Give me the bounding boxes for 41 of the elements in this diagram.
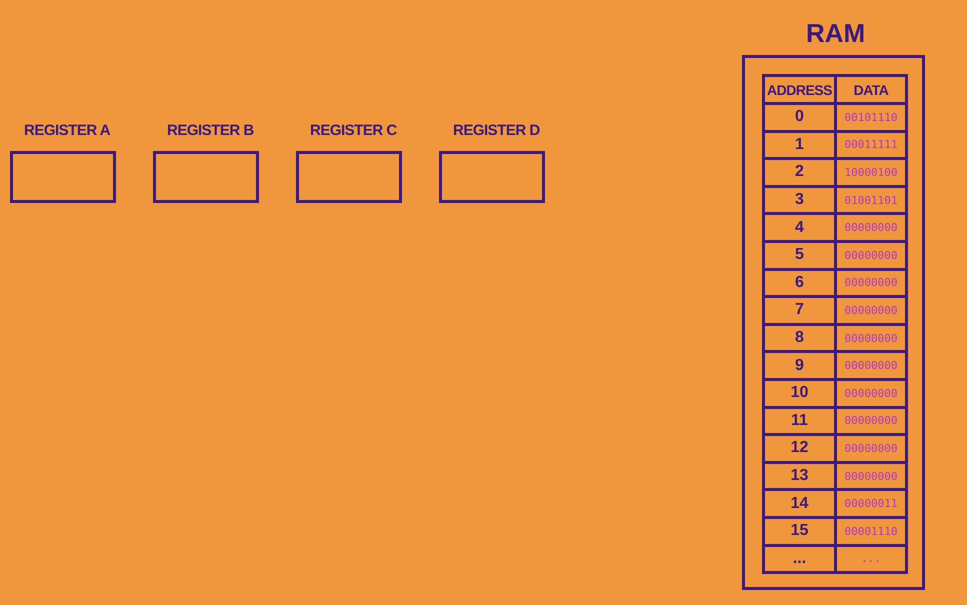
- address-cell: 1: [764, 131, 836, 159]
- data-cell: 00000000: [836, 434, 906, 462]
- register-label: REGISTER A: [24, 122, 110, 139]
- data-cell: 00001110: [836, 517, 906, 545]
- data-cell: 00000000: [836, 352, 906, 380]
- address-cell: 8: [764, 324, 836, 352]
- address-cell: 7: [764, 296, 836, 324]
- data-cell: 00000000: [836, 296, 906, 324]
- data-cell: 00000000: [836, 241, 906, 270]
- data-cell: 01001101: [836, 186, 906, 214]
- address-cell: ...: [764, 545, 836, 573]
- data-cell: 10000100: [836, 158, 906, 186]
- data-cell: 00000011: [836, 490, 906, 518]
- column-header: DATA: [836, 76, 906, 104]
- data-cell: 00000000: [836, 462, 906, 490]
- address-cell: 4: [764, 214, 836, 242]
- data-cell: 00000000: [836, 324, 906, 352]
- data-cell: ...: [836, 545, 906, 573]
- address-cell: 13: [764, 462, 836, 490]
- data-cell: 00000000: [836, 269, 906, 297]
- address-cell: 10: [764, 379, 836, 408]
- address-cell: 6: [764, 269, 836, 297]
- address-cell: 14: [764, 490, 836, 518]
- register-label: REGISTER C: [310, 122, 397, 139]
- address-cell: 0: [764, 104, 836, 132]
- address-cell: 5: [764, 241, 836, 270]
- address-cell: 15: [764, 517, 836, 545]
- address-cell: 3: [764, 186, 836, 214]
- data-cell: 00101110: [836, 104, 906, 132]
- data-cell: 00000000: [836, 214, 906, 242]
- data-cell: 00011111: [836, 131, 906, 159]
- data-cell: 00000000: [836, 407, 906, 435]
- data-cell: 00000000: [836, 379, 906, 408]
- address-cell: 12: [764, 434, 836, 462]
- address-cell: 11: [764, 407, 836, 435]
- ram-title: RAM: [806, 18, 866, 49]
- register-label: REGISTER D: [453, 122, 540, 139]
- register-label: REGISTER B: [167, 122, 254, 139]
- column-header: ADDRESS: [764, 76, 836, 104]
- address-cell: 9: [764, 352, 836, 380]
- address-cell: 2: [764, 158, 836, 186]
